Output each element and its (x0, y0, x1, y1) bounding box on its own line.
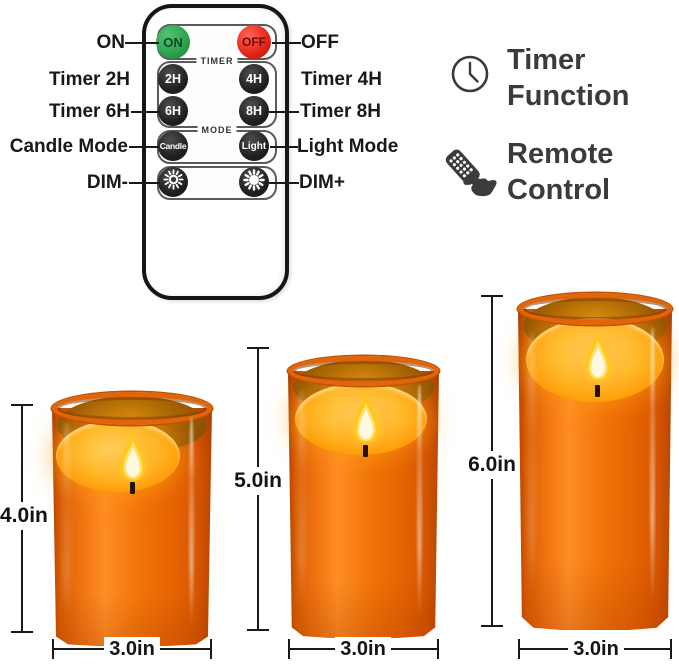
clock-icon (450, 54, 490, 99)
wick (130, 482, 135, 494)
on-button: ON (156, 25, 190, 59)
off-button: OFF (237, 25, 271, 59)
glass-highlight (189, 417, 195, 626)
timer-8h-button: 8H (239, 96, 269, 126)
mode-group-label: MODE (197, 125, 237, 135)
candle-rim (518, 293, 672, 325)
wax-pool (56, 420, 180, 492)
glass-highlight (61, 422, 71, 621)
remote-hand-icon (441, 147, 501, 210)
callout-line-timer-6h (131, 111, 160, 113)
timer-6h-button: 6H (158, 96, 188, 126)
sun-outline-icon (162, 169, 184, 195)
candle-small (52, 392, 212, 646)
width-label-small: 3.0in (104, 637, 160, 662)
glass-highlight (650, 326, 656, 604)
timer-group-label: TIMER (196, 56, 238, 66)
callout-line-off (272, 42, 301, 44)
height-label-medium: 5.0in (234, 467, 282, 495)
callout-timer-6h: Timer 6H (49, 101, 130, 122)
timer-2h-button: 2H (158, 64, 188, 94)
remote-control: TIMER MODE ON OFF 2H 4H 6H 8H Candle Lig… (142, 4, 289, 300)
candle-large (518, 293, 672, 630)
candle-rim (288, 356, 439, 386)
wick (363, 445, 368, 457)
callout-timer-2h: Timer 2H (49, 69, 130, 90)
callout-candle-mode: Candle Mode (9, 136, 128, 157)
callout-off: OFF (301, 32, 339, 53)
flame-icon (120, 431, 146, 481)
candle-mode-button: Candle (158, 131, 188, 161)
callout-light-mode: Light Mode (297, 136, 399, 157)
callout-line-dim-minus (129, 182, 160, 184)
glass-highlight (417, 384, 423, 616)
width-label-large: 3.0in (568, 637, 624, 662)
callout-line-light-mode (270, 146, 298, 148)
height-label-large: 6.0in (468, 451, 516, 479)
callout-line-on (125, 42, 159, 44)
callout-line-dim-plus (269, 182, 299, 184)
callout-dim-plus: DIM+ (299, 172, 345, 193)
height-label-small: 4.0in (0, 502, 48, 530)
remote-control-label: Remote Control (507, 138, 614, 206)
callout-timer-8h: Timer 8H (300, 101, 381, 122)
callout-dim-minus: DIM- (86, 172, 128, 193)
callout-timer-4h: Timer 4H (301, 69, 382, 90)
dim-minus-button (158, 167, 188, 197)
callout-line-timer-8h (269, 111, 299, 113)
flame-icon (585, 331, 611, 381)
flame-icon (353, 393, 379, 443)
glass-highlight (527, 333, 537, 597)
callout-line-candle-mode (129, 146, 159, 148)
sun-filled-icon (243, 168, 265, 196)
width-label-medium: 3.0in (335, 637, 391, 662)
glass-highlight (297, 389, 307, 610)
wick (595, 385, 600, 397)
light-mode-button: Light (239, 131, 269, 161)
candle-rim (52, 392, 212, 425)
timer-function-label: Timer Function (507, 44, 630, 112)
candle-medium (288, 356, 439, 638)
dim-plus-button (239, 167, 269, 197)
timer-4h-button: 4H (239, 64, 269, 94)
callout-on: ON (96, 32, 126, 53)
